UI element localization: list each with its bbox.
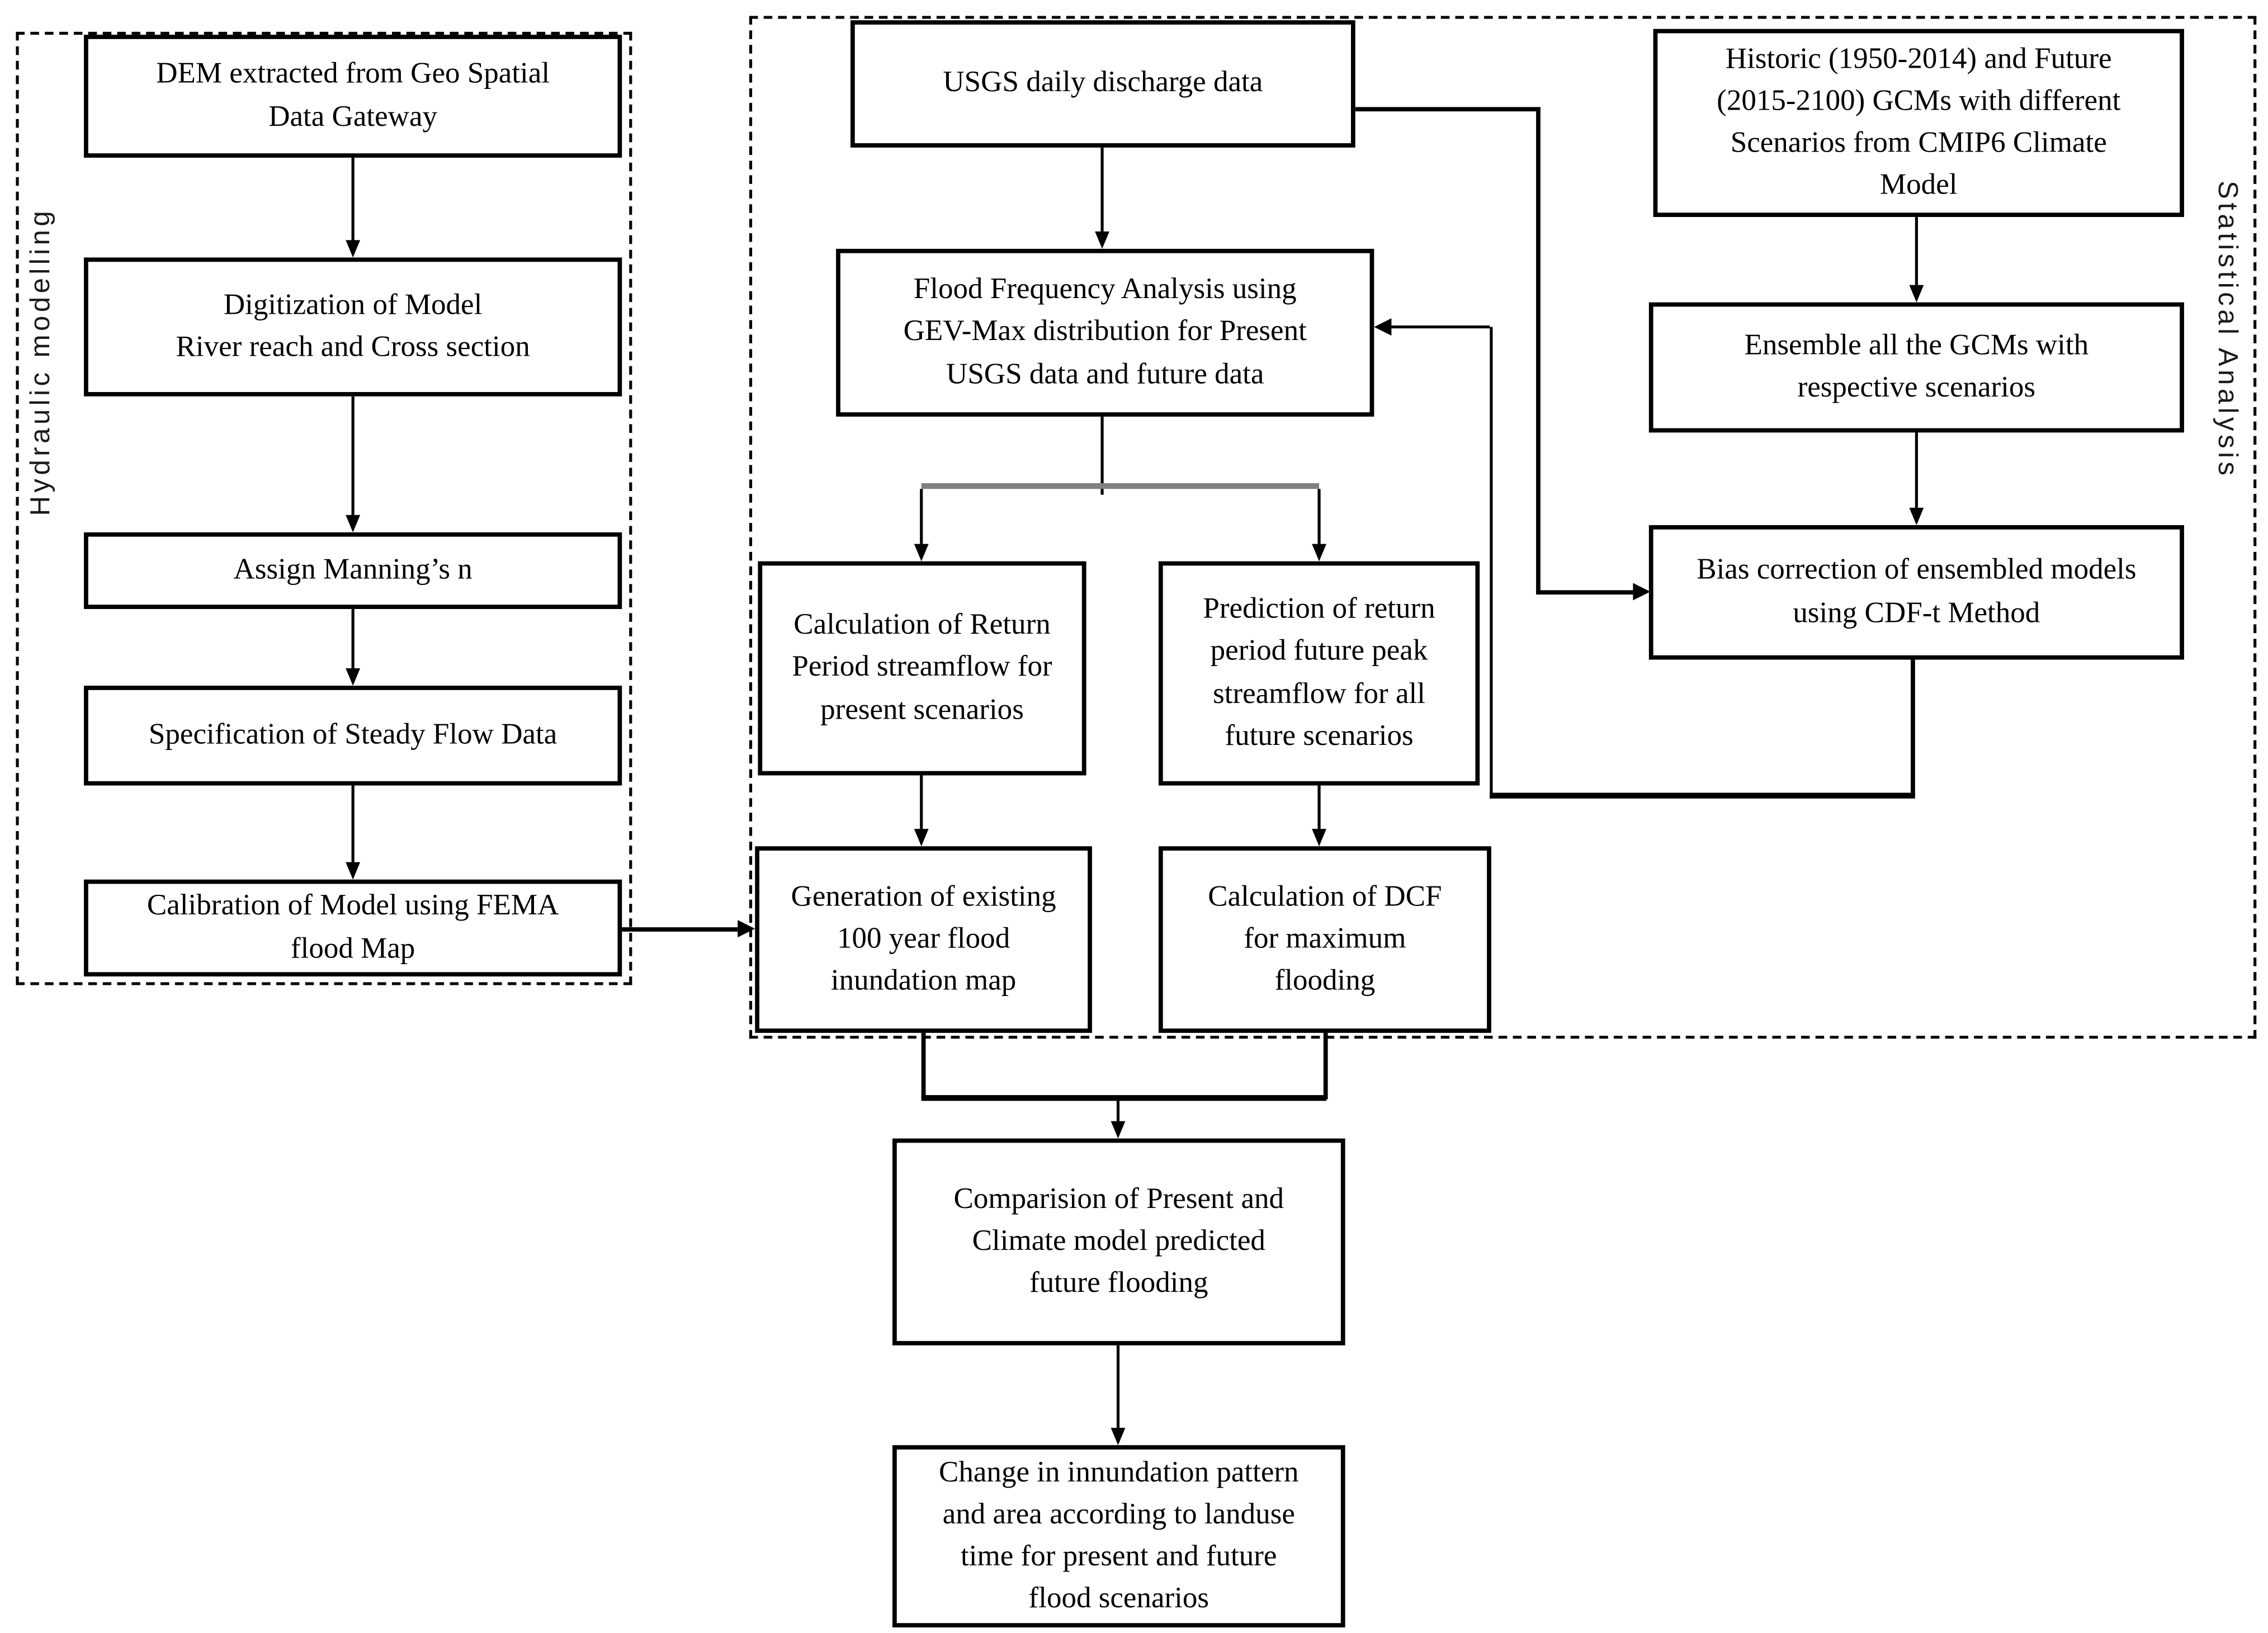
arrowhead-join-to-comparison xyxy=(1111,1121,1126,1139)
node-prediction-future-peak-text: Prediction of return period future peak … xyxy=(1203,593,1435,752)
node-flood-frequency-analysis-text: Flood Frequency Analysis using GEV-Max d… xyxy=(903,273,1307,390)
node-bias-correction: Bias correction of ensembled models usin… xyxy=(1648,525,2184,660)
node-flood-frequency-analysis: Flood Frequency Analysis using GEV-Max d… xyxy=(836,248,1374,417)
node-historic-future-gcms-text: Historic (1950-2014) and Future (2015-21… xyxy=(1717,43,2121,201)
arrow-ensemble-to-bias xyxy=(1915,432,1918,508)
node-steady-flow-data-text: Specification of Steady Flow Data xyxy=(148,719,557,751)
line-usgs-right xyxy=(1355,107,1541,112)
node-change-inundation-pattern-text: Change in innundation pattern and area a… xyxy=(939,1456,1299,1615)
node-usgs-discharge-data: USGS daily discharge data xyxy=(850,20,1355,148)
node-generation-inundation-map: Generation of existing 100 year flood in… xyxy=(755,846,1092,1033)
node-assign-mannings-n: Assign Manning’s n xyxy=(84,532,622,610)
arrow-dem-to-digitization xyxy=(351,157,355,240)
node-ensemble-gcms-text: Ensemble all the GCMs with respective sc… xyxy=(1744,329,2089,404)
node-prediction-future-peak: Prediction of return period future peak … xyxy=(1158,561,1480,786)
node-digitization: Digitization of Model River reach and Cr… xyxy=(84,257,622,397)
node-calibration-fema-text: Calibration of Model using FEMA flood Ma… xyxy=(147,890,559,965)
arrow-digitization-to-manning xyxy=(351,396,355,515)
line-bias-return-up xyxy=(1490,327,1493,799)
line-join-bar xyxy=(921,1095,1327,1101)
arrowhead-historic-to-ensemble xyxy=(1909,285,1924,303)
arrowhead-calibration-to-generation xyxy=(738,920,755,938)
arrow-steadyflow-to-calibration xyxy=(351,785,355,862)
node-calc-return-period: Calculation of Return Period streamflow … xyxy=(758,561,1086,776)
node-dem-extraction: DEM extracted from Geo Spatial Data Gate… xyxy=(84,35,622,158)
node-calc-dcf-text: Calculation of DCF for maximum flooding xyxy=(1208,880,1442,997)
arrowhead-prediction-to-dcf xyxy=(1312,829,1327,847)
arrow-join-to-comparison xyxy=(1116,1101,1120,1121)
node-comparison-flooding: Comparision of Present and Climate model… xyxy=(892,1138,1345,1346)
line-dcf-drop xyxy=(1323,1032,1327,1099)
arrowhead-comparison-to-change xyxy=(1111,1428,1126,1446)
arrowhead-ensemble-to-bias xyxy=(1909,507,1924,525)
splitter-bar xyxy=(921,483,1320,489)
node-bias-correction-text: Bias correction of ensembled models usin… xyxy=(1697,554,2137,629)
hydraulic-modelling-group-border xyxy=(16,31,632,985)
arrowhead-calcreturn-to-generation xyxy=(914,829,929,847)
arrowhead-steadyflow-to-calibration xyxy=(346,862,361,880)
hydraulic-modelling-label: Hydraulic modelling xyxy=(26,207,56,516)
node-generation-inundation-map-text: Generation of existing 100 year flood in… xyxy=(791,880,1056,997)
arrowhead-dem-to-digitization xyxy=(346,240,361,258)
arrow-split-to-calcreturn xyxy=(920,489,923,544)
node-steady-flow-data: Specification of Steady Flow Data xyxy=(84,686,622,786)
arrow-usgs-to-bias xyxy=(1536,590,1633,595)
line-generation-drop xyxy=(921,1032,925,1099)
node-change-inundation-pattern: Change in innundation pattern and area a… xyxy=(892,1445,1345,1628)
arrow-calibration-to-generation xyxy=(622,927,738,932)
arrowhead-digitization-to-manning xyxy=(346,515,361,532)
arrowhead-split-to-prediction xyxy=(1312,544,1327,561)
arrowhead-usgs-to-bias xyxy=(1633,583,1651,601)
node-comparison-flooding-text: Comparision of Present and Climate model… xyxy=(953,1183,1284,1299)
line-bias-return-bottom xyxy=(1490,792,1915,799)
statistical-analysis-group-border xyxy=(749,16,2257,1039)
line-usgs-down xyxy=(1536,107,1541,593)
node-digitization-text: Digitization of Model River reach and Cr… xyxy=(176,289,530,364)
arrow-calcreturn-to-generation xyxy=(920,775,923,829)
node-calc-return-period-text: Calculation of Return Period streamflow … xyxy=(792,609,1052,726)
line-bias-down xyxy=(1911,659,1915,796)
node-assign-mannings-n-text: Assign Manning’s n xyxy=(233,554,472,586)
arrowhead-bias-to-floodfreq xyxy=(1374,318,1392,336)
node-ensemble-gcms: Ensemble all the GCMs with respective sc… xyxy=(1648,302,2184,433)
arrow-comparison-to-change xyxy=(1116,1345,1120,1428)
node-calibration-fema: Calibration of Model using FEMA flood Ma… xyxy=(84,879,622,977)
splitter-stem xyxy=(1100,416,1104,495)
node-dem-extraction-text: DEM extracted from Geo Spatial Data Gate… xyxy=(156,58,550,133)
arrow-split-to-prediction xyxy=(1317,489,1321,544)
arrow-manning-to-steadyflow xyxy=(351,609,355,669)
statistical-analysis-label: Statistical Analysis xyxy=(2212,180,2242,479)
arrow-bias-to-floodfreq xyxy=(1391,325,1490,329)
arrow-prediction-to-dcf xyxy=(1317,785,1321,829)
arrow-usgs-to-floodfreq xyxy=(1100,147,1104,232)
arrowhead-usgs-to-floodfreq xyxy=(1095,231,1109,249)
arrowhead-split-to-calcreturn xyxy=(914,544,929,561)
arrow-historic-to-ensemble xyxy=(1915,217,1918,285)
node-calc-dcf: Calculation of DCF for maximum flooding xyxy=(1158,846,1491,1033)
node-historic-future-gcms: Historic (1950-2014) and Future (2015-21… xyxy=(1653,29,2184,218)
node-usgs-discharge-data-text: USGS daily discharge data xyxy=(943,67,1263,100)
arrowhead-manning-to-steadyflow xyxy=(346,668,361,686)
